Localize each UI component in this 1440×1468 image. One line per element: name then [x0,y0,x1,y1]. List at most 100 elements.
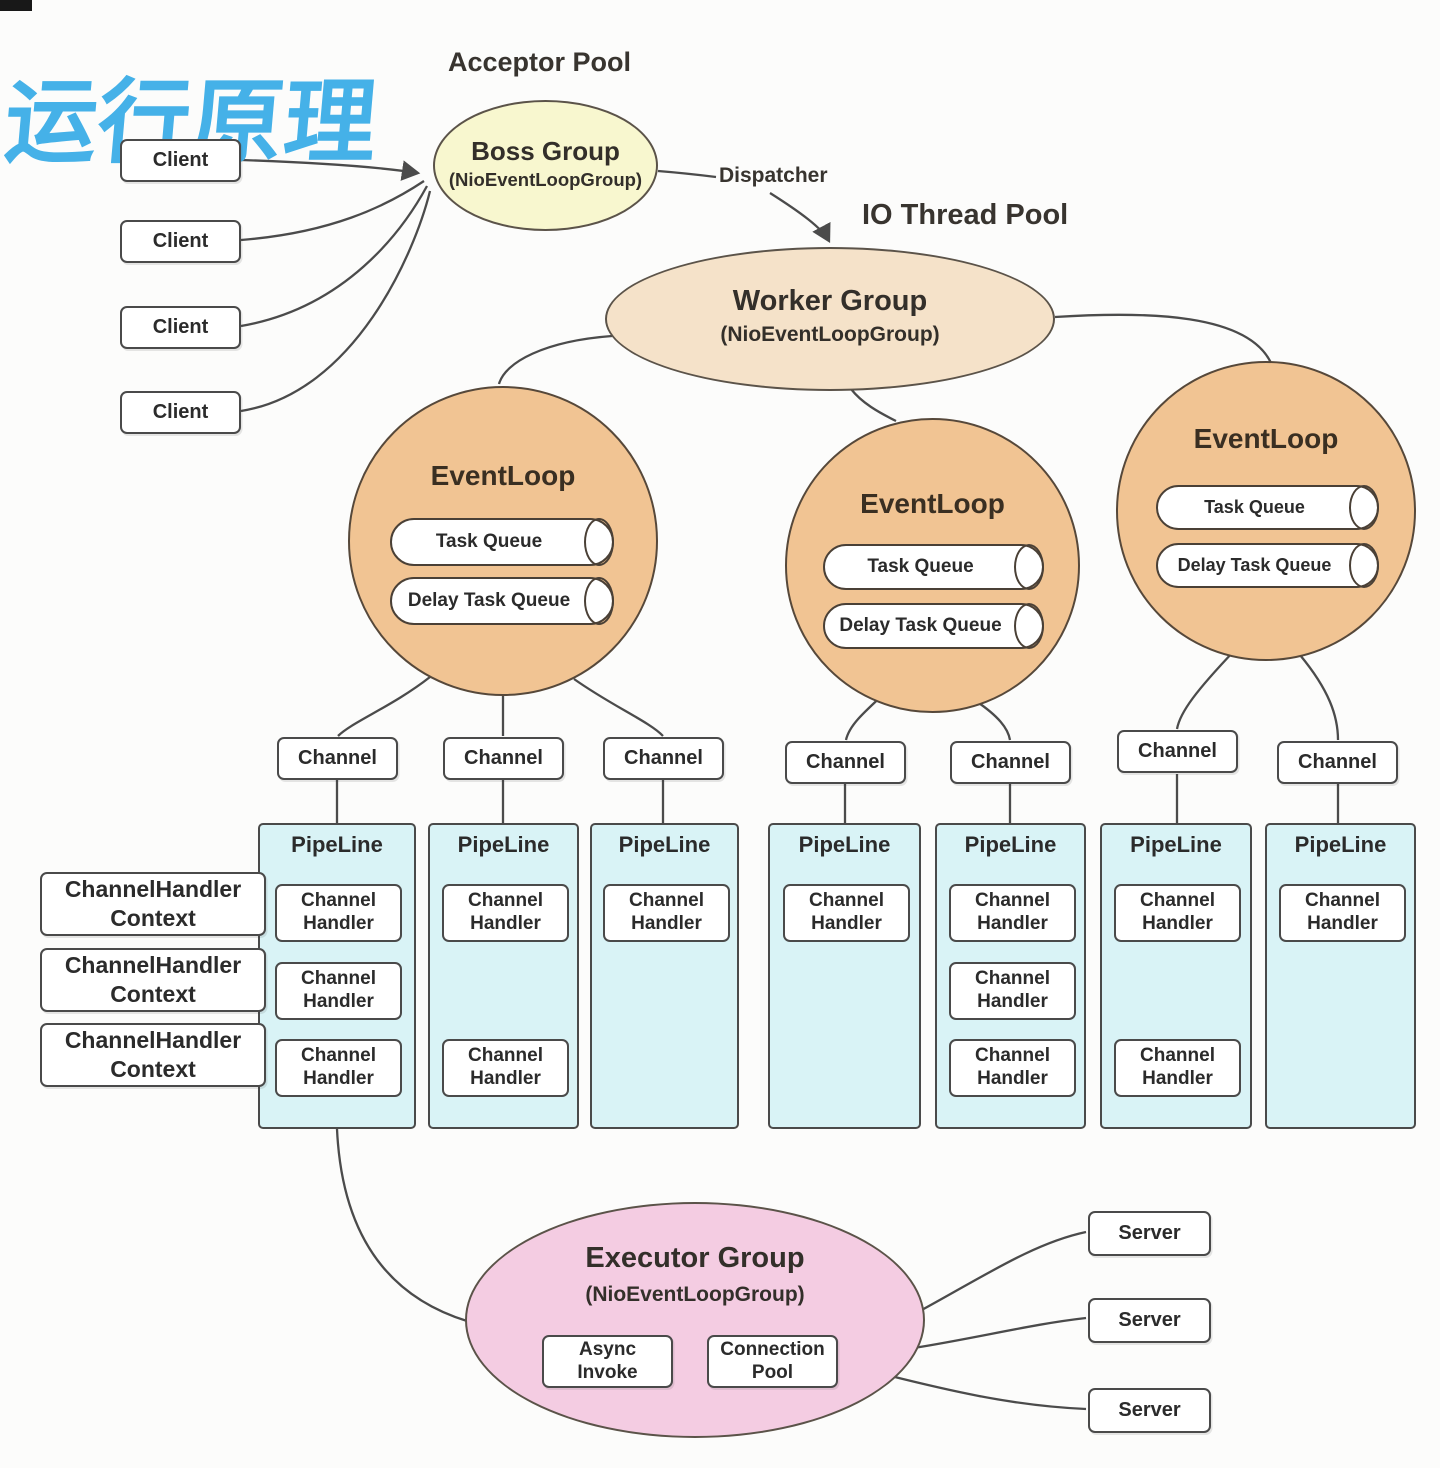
pipeline-panel: PipeLine Channel Handler [768,823,921,1129]
boss-group-ellipse: Boss Group (NioEventLoopGroup) [433,100,658,231]
channel-label: Channel [971,751,1050,773]
channel-handler-box: Channel Handler [1279,884,1406,942]
cylinder-end-cap [584,577,614,625]
channel-handler-box: Channel Handler [442,1039,569,1097]
cylinder-end-cap [584,518,614,566]
task-queue-cylinder: Task Queue [1156,485,1379,530]
async-invoke-box: Async Invoke [542,1335,673,1388]
channel-label: Channel [298,747,377,769]
pipeline-panel: PipeLine Channel Handler Channel Handler [1100,823,1252,1129]
executor-group-ellipse: Executor Group (NioEventLoopGroup) Async… [465,1202,925,1438]
event-loop-circle: EventLoop Task Queue Delay Task Queue [1116,361,1416,661]
channel-handler-label: Channel [301,890,376,912]
client-label: Client [152,230,209,252]
channel-node: Channel [603,737,724,780]
channel-handler-box: Channel Handler [949,884,1076,942]
channel-node: Channel [1117,730,1238,773]
task-queue-cylinder: Task Queue [823,544,1044,590]
channel-handler-box: Channel Handler [442,884,569,942]
async-invoke-label: Async [578,1338,637,1360]
context-label: ChannelHandler [64,1026,242,1053]
boss-group-subtitle: (NioEventLoopGroup) [448,169,643,190]
pipeline-label: PipeLine [1294,832,1387,857]
executor-group-subtitle: (NioEventLoopGroup) [585,1283,805,1306]
worker-group-ellipse: Worker Group (NioEventLoopGroup) [605,247,1055,391]
pipeline-panel: PipeLine Channel Handler Channel Handler [428,823,579,1129]
client-label: Client [152,149,209,171]
delay-task-queue-cylinder: Delay Task Queue [390,577,614,625]
channel-node: Channel [950,741,1071,784]
delay-task-queue-label: Delay Task Queue [407,590,571,611]
io-thread-pool-label: IO Thread Pool [862,199,1069,231]
channel-label: Channel [1298,751,1377,773]
screen-corner-artifact [0,0,32,11]
pipeline-label: PipeLine [1130,832,1222,857]
client-node: Client [120,220,241,263]
channel-label: Channel [806,751,885,773]
channel-handler-context-box: ChannelHandler Context [40,872,266,936]
worker-group-subtitle: (NioEventLoopGroup) [720,323,940,346]
event-loop-title: EventLoop [860,488,1005,519]
server-label: Server [1118,1309,1181,1331]
channel-handler-label: Handler [811,913,882,934]
pipeline-label: PipeLine [618,832,711,857]
channel-handler-label: Channel [301,1045,376,1067]
executor-group-name: Executor Group [585,1242,805,1274]
channel-handler-label: Handler [1142,1068,1213,1089]
boss-group-name: Boss Group [471,136,620,166]
channel-handler-label: Handler [470,913,541,934]
pipeline-label: PipeLine [798,832,891,857]
channel-handler-box: Channel Handler [275,962,402,1020]
channel-label: Channel [1138,740,1217,762]
channel-handler-label: Channel [809,890,884,912]
channel-handler-label: Channel [1140,1045,1215,1067]
channel-handler-label: Channel [975,968,1050,990]
client-node: Client [120,306,241,349]
task-queue-label: Task Queue [867,556,974,577]
task-queue-label: Task Queue [435,531,543,552]
dispatcher-label: Dispatcher [719,164,828,187]
event-loop-title: EventLoop [430,460,576,491]
context-label: ChannelHandler [64,875,242,902]
acceptor-pool-label: Acceptor Pool [448,47,632,77]
server-label: Server [1118,1222,1181,1244]
server-node: Server [1088,1298,1211,1343]
task-queue-label: Task Queue [1204,497,1305,517]
server-label: Server [1118,1399,1181,1421]
channel-handler-box: Channel Handler [275,1039,402,1097]
channel-handler-label: Channel [629,890,704,912]
task-queue-cylinder: Task Queue [390,518,614,566]
client-label: Client [152,316,209,338]
context-label: Context [110,981,196,1007]
delay-task-queue-cylinder: Delay Task Queue [1156,543,1379,588]
channel-node: Channel [443,737,564,780]
server-node: Server [1088,1211,1211,1256]
channel-label: Channel [464,747,543,769]
channel-handler-label: Handler [470,1068,541,1089]
connection-pool-box: Connection Pool [707,1335,838,1388]
channel-node: Channel [277,737,398,780]
channel-handler-label: Channel [1305,890,1380,912]
channel-handler-label: Handler [1142,913,1213,934]
channel-handler-box: Channel Handler [783,884,910,942]
channel-handler-box: Channel Handler [275,884,402,942]
channel-handler-box: Channel Handler [1114,884,1241,942]
channel-handler-label: Handler [977,991,1048,1012]
channel-handler-box: Channel Handler [949,1039,1076,1097]
async-invoke-label: Invoke [577,1361,638,1383]
pipeline-label: PipeLine [291,832,383,857]
channel-handler-box: Channel Handler [949,962,1076,1020]
pipeline-panel: PipeLine Channel Handler Channel Handler… [935,823,1086,1129]
channel-handler-label: Handler [303,913,374,934]
channel-node: Channel [1277,741,1398,784]
channel-handler-label: Handler [977,1068,1048,1089]
channel-handler-label: Handler [977,913,1048,934]
delay-task-queue-label: Delay Task Queue [839,615,1002,636]
connection-pool-label: Pool [751,1361,794,1383]
channel-handler-context-box: ChannelHandler Context [40,1023,266,1087]
client-node: Client [120,139,241,182]
channel-handler-label: Channel [1140,890,1215,912]
context-label: Context [110,905,196,931]
channel-handler-label: Channel [468,1045,543,1067]
